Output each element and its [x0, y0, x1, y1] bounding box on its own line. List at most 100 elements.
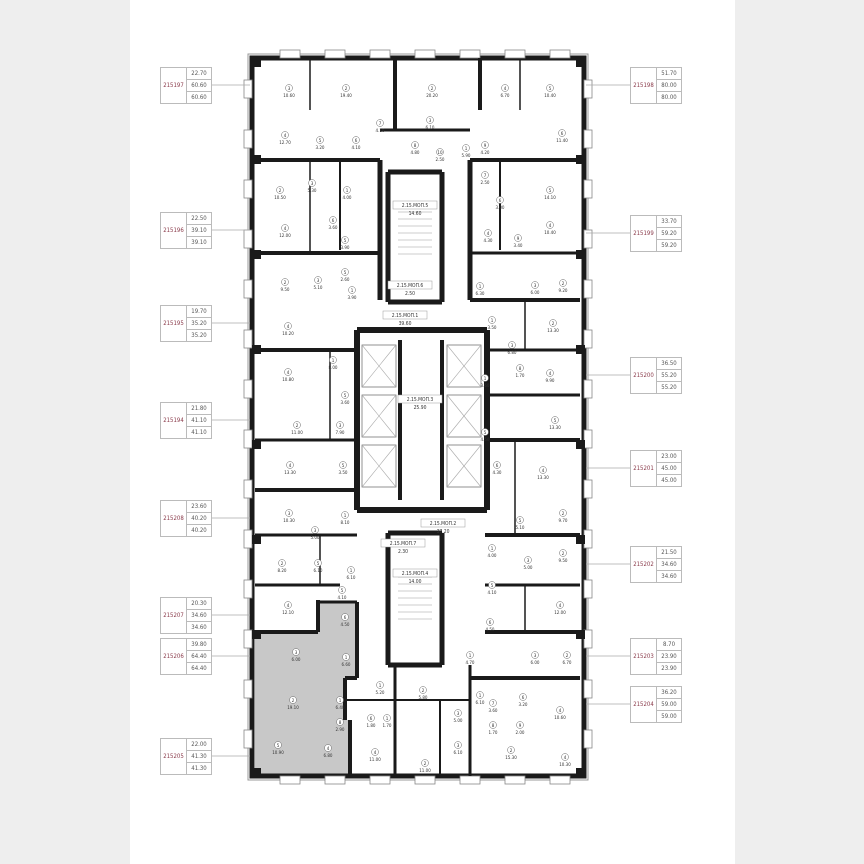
room-number: 1 [479, 693, 482, 699]
room-number: 6 [561, 131, 564, 137]
room-area: 19.10 [287, 705, 299, 711]
window-bay [583, 479, 593, 499]
room-label: 16.10 [346, 566, 356, 581]
room-area: 7.90 [335, 430, 344, 436]
room-number-circle [556, 706, 564, 714]
room-area: 6.80 [323, 753, 332, 759]
room-number: 2 [292, 698, 295, 704]
room-area: 6.70 [500, 93, 509, 99]
room-label: 310.30 [283, 509, 295, 524]
room-label: 29.70 [558, 509, 568, 524]
room-label: 35.30 [307, 179, 317, 194]
room-number: 1 [479, 284, 482, 290]
unit-id: 215206 [161, 639, 187, 674]
room-area: 5.10 [313, 285, 322, 291]
room-number: 2 [345, 86, 348, 92]
room-number: 3 [314, 528, 317, 534]
room-number-circle [343, 186, 351, 194]
room-number: 9 [484, 143, 487, 149]
window-bay [243, 479, 253, 499]
room-label: 29.20 [558, 279, 568, 294]
room-number-circle [376, 681, 384, 689]
unit-area-total: 34.60 [657, 559, 681, 571]
unit-area-total: 55.20 [657, 370, 681, 382]
unit-area-living: 22.00 [187, 739, 211, 751]
elevator-shaft [446, 394, 482, 438]
unit-area-total2: 41.30 [191, 765, 207, 772]
room-number-circle [276, 186, 284, 194]
room-label: 64.30 [492, 461, 502, 476]
window-bay [243, 529, 253, 549]
elevator-shaft [361, 394, 397, 438]
room-label: 37.90 [335, 421, 345, 436]
room-number-circle [371, 748, 379, 756]
unit-id: 215204 [631, 687, 657, 722]
common-area-label-box [392, 568, 438, 578]
room-number: 4 [287, 324, 290, 330]
window-bay [369, 775, 391, 785]
room-area: 9.50 [280, 287, 289, 293]
room-number: 5 [344, 238, 347, 244]
room-number-circle [546, 369, 554, 377]
room-number: 9 [519, 723, 522, 729]
room-number-circle [281, 131, 289, 139]
unit-id: 215208 [161, 501, 187, 536]
room-number: 4 [549, 371, 552, 377]
room-number-circle [285, 509, 293, 517]
room-label: 220.20 [426, 84, 438, 99]
unit-area-total2: 60.60 [191, 94, 207, 101]
room-area: 4.50 [480, 437, 489, 443]
room-number: 5 [491, 583, 494, 589]
elevator-cross [361, 344, 397, 388]
unit-area-total2: 59.20 [661, 242, 677, 249]
room-area: 12.10 [282, 610, 294, 616]
window-bay [243, 679, 253, 699]
room-number-circle [539, 466, 547, 474]
room-area: 13.30 [549, 425, 561, 431]
room-area: 2.00 [515, 730, 524, 736]
room-label: 61.80 [366, 714, 376, 729]
room-number: 2 [424, 761, 427, 767]
room-number-circle [292, 648, 300, 656]
room-area: 2.50 [480, 180, 489, 186]
room-label: 16.30 [475, 282, 485, 297]
room-area: 6.30 [475, 291, 484, 297]
room-area: 6.80 [507, 350, 516, 356]
room-area: 3.50 [338, 470, 347, 476]
room-number: 5 [519, 518, 522, 524]
room-area: 5.00 [453, 718, 462, 724]
room-number: 6 [496, 463, 499, 469]
room-area: 4.20 [480, 150, 489, 156]
room-number-circle [559, 549, 567, 557]
unit-area-total: 59.00 [657, 699, 681, 711]
unit-area-living: 33.70 [657, 216, 681, 228]
room-area: 8.00 [328, 365, 337, 371]
room-area: 4.10 [375, 128, 384, 134]
room-number: 10 [437, 150, 443, 156]
room-number: 6 [499, 198, 502, 204]
unit-area-total2: 41.10 [191, 429, 207, 436]
room-area: 5.10 [515, 525, 524, 531]
room-number-circle [488, 316, 496, 324]
room-label: 14.00 [487, 544, 497, 559]
column [576, 630, 585, 639]
room-number: 5 [317, 561, 320, 567]
room-label: 413.30 [537, 466, 549, 481]
room-number: 5 [342, 463, 345, 469]
room-label: 29.50 [558, 549, 568, 564]
room-number: 3 [534, 653, 537, 659]
room-number: 4 [287, 370, 290, 376]
room-number-circle [347, 566, 355, 574]
unit-area-living: 19.70 [187, 306, 211, 318]
room-number: 2 [510, 748, 513, 754]
room-label: 81.70 [488, 721, 498, 736]
unit-area-total: 35.20 [187, 318, 211, 330]
common-area-code: 2.15.МОП.4 [402, 571, 429, 577]
column [252, 535, 261, 544]
room-number: 5 [344, 270, 347, 276]
room-area: 3.60 [328, 225, 337, 231]
